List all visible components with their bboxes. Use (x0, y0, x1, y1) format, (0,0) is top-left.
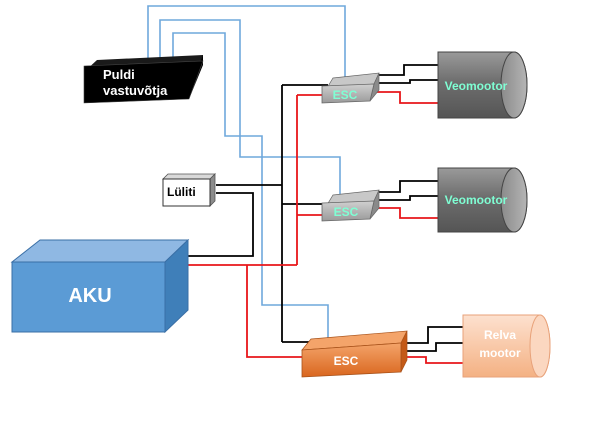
black-wire-esc1-to-motor1a (370, 64, 438, 76)
receiver-front (83, 60, 204, 104)
motor-2-label: Veomootor (445, 193, 508, 207)
signal-wire-esc3 (172, 32, 329, 338)
battery-label: AKU (68, 285, 111, 307)
motor-1: Veomootor (437, 51, 528, 119)
motor-3-label-line1: Relva (484, 328, 516, 342)
esc-2: ESC (321, 189, 380, 222)
red-wire-esc3-to-motor3 (402, 356, 463, 364)
receiver-label-line1: Puldi (103, 67, 135, 82)
battery: AKU (10, 238, 190, 334)
motor-3-cap (529, 314, 551, 378)
receiver: Puldi vastuvõtja (83, 55, 204, 104)
black-wire-esc1-to-motor1b (372, 79, 438, 84)
receiver-label-line2: vastuvõtja (103, 83, 168, 98)
esc-2-label: ESC (334, 205, 359, 219)
esc-3-label: ESC (334, 354, 359, 368)
switch-side (209, 173, 216, 207)
black-wire-esc3-to-motor3b (406, 342, 463, 352)
signal-wire-esc1 (147, 5, 346, 78)
black-wire-battery-to-switch (183, 192, 254, 257)
battery-front (11, 261, 166, 333)
black-wire-esc2-to-motor2a (372, 180, 438, 193)
motor-3-label-line2: mootor (479, 346, 521, 360)
motor-1-cap (500, 51, 528, 119)
battery-top (10, 239, 190, 263)
red-wire-esc1-to-motor1 (370, 91, 438, 104)
motor-1-label: Veomootor (445, 79, 508, 93)
esc-1-label: ESC (333, 88, 358, 102)
signal-wires (147, 5, 346, 338)
esc-2-front (321, 200, 375, 222)
switch-label: Lüliti (167, 185, 196, 199)
switch-top (162, 173, 216, 180)
signal-wire-esc2 (159, 19, 341, 194)
switch-front (162, 178, 211, 207)
red-power-wires (183, 91, 463, 364)
red-wire-to-esc3 (246, 265, 306, 358)
black-wire-esc2-to-motor2b (374, 195, 438, 201)
esc-1: ESC (321, 72, 380, 104)
red-wire-esc2-to-motor2 (372, 207, 438, 219)
motor-2-cap (500, 167, 528, 233)
esc-3-front (301, 342, 402, 378)
esc-1-front (321, 83, 375, 104)
black-wire-esc3-to-motor3a (404, 326, 463, 344)
motor-2: Veomootor (437, 167, 528, 233)
motor-3: Relva mootor (462, 314, 551, 378)
black-power-wires (183, 64, 463, 352)
switch: Lüliti (162, 173, 216, 207)
esc-3: ESC (301, 330, 408, 378)
